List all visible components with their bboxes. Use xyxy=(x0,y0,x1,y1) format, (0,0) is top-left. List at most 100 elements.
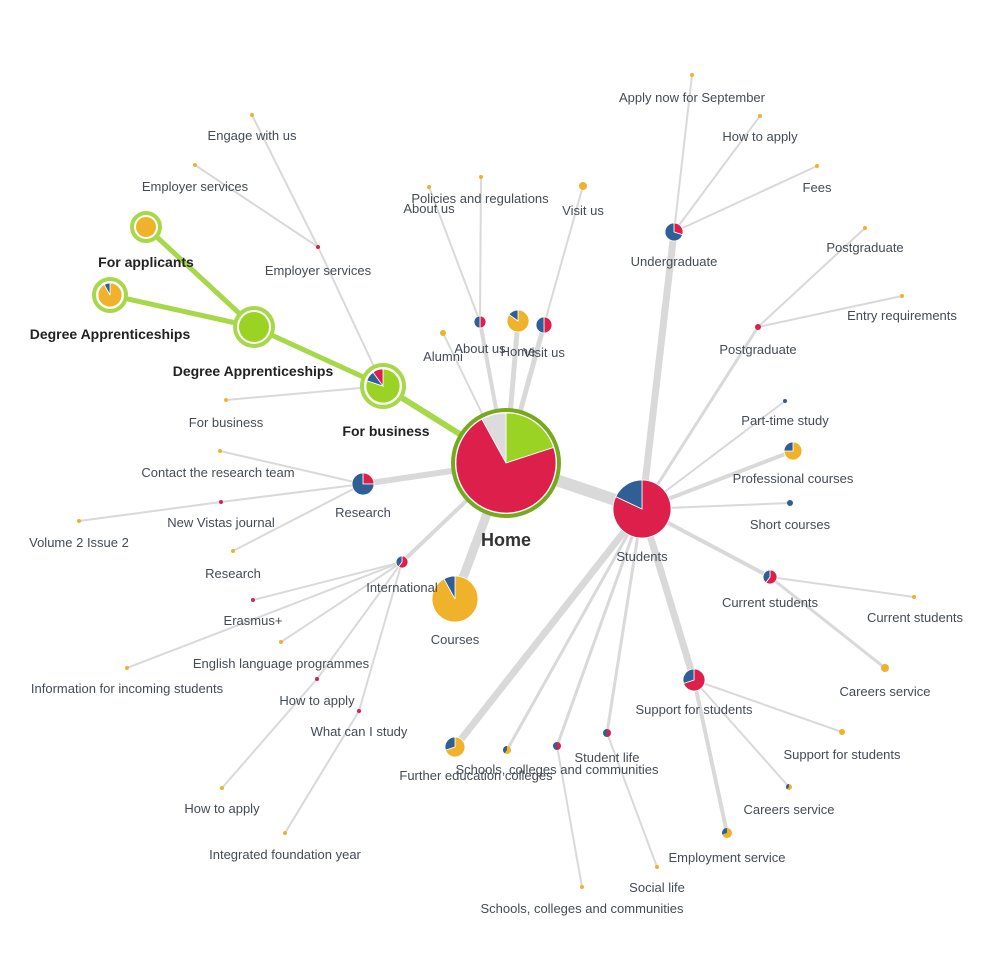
label-entry-req: Entry requirements xyxy=(847,308,957,323)
node-how-to-apply-int[interactable] xyxy=(315,677,319,681)
node-engage[interactable] xyxy=(250,113,254,117)
node-further-ed[interactable] xyxy=(444,736,466,758)
node-current-students[interactable] xyxy=(762,569,778,585)
node-volume[interactable] xyxy=(77,519,81,523)
node-contact-research[interactable] xyxy=(218,449,222,453)
node-colleges[interactable] xyxy=(502,746,511,754)
node-new-vistas[interactable] xyxy=(219,500,223,504)
node-employment[interactable] xyxy=(721,828,732,838)
node-short-courses[interactable] xyxy=(787,500,793,506)
node-about-us[interactable] xyxy=(473,315,487,329)
node-professional[interactable] xyxy=(783,441,803,461)
label-about-us-leaf: About us xyxy=(403,201,455,216)
label-erasmus: Erasmus+ xyxy=(224,613,283,628)
node-english-lang[interactable] xyxy=(279,640,283,644)
node-fees[interactable] xyxy=(815,164,819,168)
node-home-hub[interactable] xyxy=(506,309,530,333)
node-home[interactable] xyxy=(451,408,561,518)
label-contact-research: Contact the research team xyxy=(141,465,294,480)
node-pg-leaf[interactable] xyxy=(863,226,867,230)
node-students[interactable] xyxy=(612,479,672,539)
pie-slice xyxy=(721,828,727,835)
label-how-to-apply-int: How to apply xyxy=(279,693,355,708)
pie-slice xyxy=(722,828,732,838)
node-scc-leaf[interactable] xyxy=(580,885,584,889)
link-international-what_study xyxy=(358,561,403,712)
label-scc: Schools, colleges and communities xyxy=(455,762,659,777)
node-research[interactable] xyxy=(351,472,375,496)
pie-slice xyxy=(783,441,803,461)
node-part-time[interactable] xyxy=(783,399,787,403)
node-foundation[interactable] xyxy=(283,831,287,835)
pie-slice xyxy=(218,449,222,453)
pie-slice xyxy=(787,500,793,506)
pie-slice xyxy=(815,164,819,168)
node-alumni[interactable] xyxy=(440,330,446,336)
node-support-leaf[interactable] xyxy=(839,729,845,735)
pie-slice xyxy=(77,519,81,523)
pie-slice xyxy=(427,185,431,189)
node-international[interactable] xyxy=(395,555,409,569)
node-about-us-leaf[interactable] xyxy=(427,185,431,189)
node-incoming[interactable] xyxy=(125,666,129,670)
node-postgrad[interactable] xyxy=(755,324,761,330)
node-social-life[interactable] xyxy=(655,865,659,869)
node-undergrad[interactable] xyxy=(664,222,684,242)
node-for-business-leaf[interactable] xyxy=(224,398,228,402)
pie-slice xyxy=(397,555,409,569)
link-undergrad-how_to_apply_top xyxy=(673,115,761,233)
link-students-further_ed xyxy=(451,505,646,751)
link-students-undergrad xyxy=(638,228,678,513)
node-how-to-apply-leaf[interactable] xyxy=(220,786,224,790)
link-what_study-foundation xyxy=(284,710,360,834)
node-employer-services[interactable] xyxy=(316,245,320,249)
node-entry-req[interactable] xyxy=(900,294,904,298)
label-employer-services-leaf: Employer services xyxy=(142,179,249,194)
node-current-students-leaf[interactable] xyxy=(912,595,916,599)
pie-slice xyxy=(615,479,643,510)
node-research-leaf[interactable] xyxy=(231,549,235,553)
pie-slice xyxy=(607,729,611,737)
node-for-applicants[interactable] xyxy=(130,211,162,243)
node-careers-leaf-r[interactable] xyxy=(881,664,889,672)
pie-slice xyxy=(357,709,361,713)
pie-slice xyxy=(220,786,224,790)
node-student-life[interactable] xyxy=(603,729,611,737)
node-support[interactable] xyxy=(682,668,706,692)
label-apply-sept: Apply now for September xyxy=(619,90,766,105)
node-policies[interactable] xyxy=(479,175,483,179)
pie-slice xyxy=(315,677,319,681)
pie-slice xyxy=(250,113,254,117)
link-employer_services-engage xyxy=(251,114,319,248)
node-for-business[interactable] xyxy=(360,363,406,409)
node-employer-services-leaf[interactable] xyxy=(193,163,197,167)
label-new-vistas: New Vistas journal xyxy=(167,515,275,530)
pie-slice xyxy=(231,549,235,553)
node-degree-app-leaf[interactable] xyxy=(92,277,128,313)
pie-slice xyxy=(103,282,111,296)
node-visit-us-leaf[interactable] xyxy=(579,182,587,190)
link-international-how_to_apply_int xyxy=(316,561,403,680)
node-careers-leaf[interactable] xyxy=(786,784,792,790)
node-how-to-apply-top[interactable] xyxy=(758,114,762,118)
label-fees: Fees xyxy=(803,180,832,195)
link-degree_app-for_applicants xyxy=(143,224,257,330)
pie-slice xyxy=(579,182,587,190)
node-courses[interactable] xyxy=(431,575,479,623)
node-erasmus[interactable] xyxy=(251,598,255,602)
pie-slice xyxy=(755,324,761,330)
node-what-study[interactable] xyxy=(357,709,361,713)
link-for_business-degree_app xyxy=(251,324,386,389)
label-students: Students xyxy=(616,549,668,564)
node-apply-sept[interactable] xyxy=(690,73,694,77)
link-current_students-careers_leaf_r xyxy=(768,575,887,670)
label-home-hub: Home xyxy=(501,344,536,359)
pie-slice xyxy=(765,569,778,585)
node-scc[interactable] xyxy=(553,742,561,750)
label-how-to-apply-top: How to apply xyxy=(722,129,798,144)
label-professional: Professional courses xyxy=(733,471,854,486)
node-visit-us[interactable] xyxy=(535,316,553,334)
link-degree_app-degree_app_leaf xyxy=(107,292,257,330)
node-degree-app[interactable] xyxy=(233,306,275,348)
pie-slice xyxy=(504,746,511,754)
